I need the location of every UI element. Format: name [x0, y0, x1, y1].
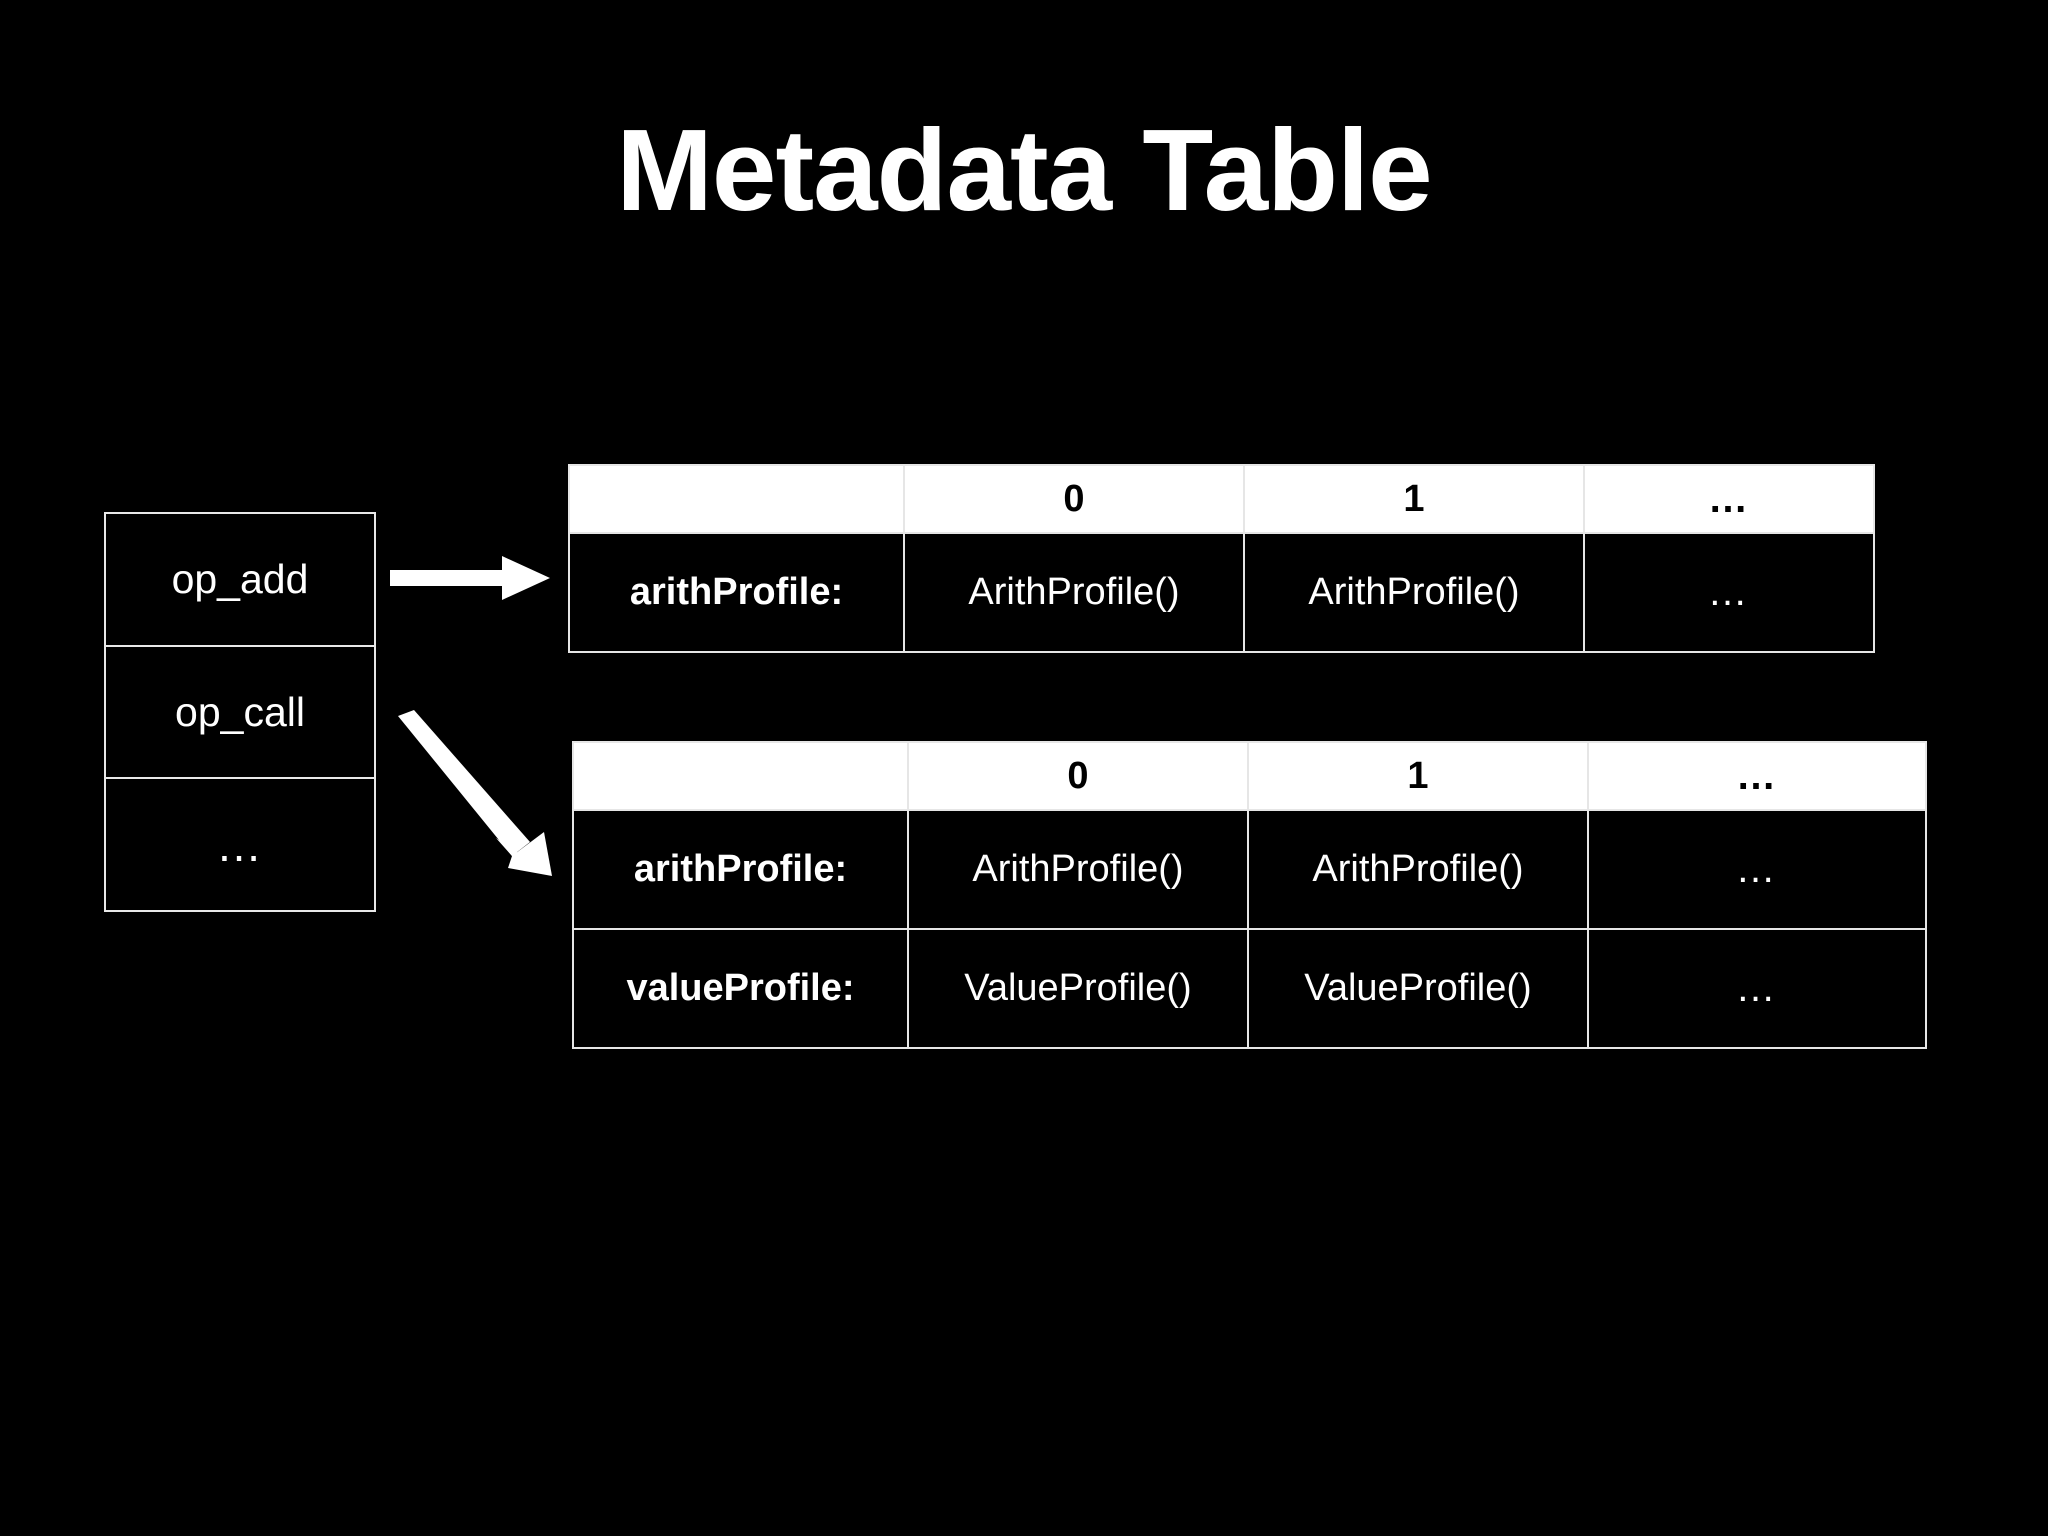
- opcode-label: …: [216, 818, 264, 871]
- cell-arith-profile-ellipsis: …: [1583, 532, 1875, 653]
- table-header: 0 1 …: [568, 464, 1875, 534]
- row-label-arith-profile: arithProfile:: [572, 809, 909, 930]
- row-label-arith-profile: arithProfile:: [568, 532, 905, 653]
- table-row: arithProfile: ArithProfile() ArithProfil…: [568, 532, 1875, 653]
- cell-value-profile-1: ValueProfile(): [1247, 928, 1589, 1049]
- column-header-1: 1: [1247, 741, 1589, 811]
- column-header-1: 1: [1243, 464, 1585, 534]
- opcode-list: op_add op_call …: [104, 512, 376, 912]
- cell-arith-profile-ellipsis: …: [1587, 809, 1927, 930]
- opcode-label: op_add: [171, 555, 309, 602]
- opcode-list-item-op-call: op_call: [106, 644, 374, 778]
- table-header-row: 0 1 …: [568, 464, 1875, 534]
- cell-value-profile-ellipsis: …: [1587, 928, 1927, 1049]
- metadata-table-arith-value: 0 1 … arithProfile: ArithProfile() Arith…: [572, 741, 1927, 1049]
- arrow-down-right-icon: [398, 710, 552, 876]
- column-header-blank: [572, 741, 909, 811]
- column-header-ellipsis: …: [1583, 464, 1875, 534]
- cell-arith-profile-1: ArithProfile(): [1243, 532, 1585, 653]
- table-row: arithProfile: ArithProfile() ArithProfil…: [572, 809, 1927, 930]
- metadata-table-arith: 0 1 … arithProfile: ArithProfile() Arith…: [568, 464, 1875, 653]
- table-header: 0 1 …: [572, 741, 1927, 811]
- page-title: Metadata Table: [616, 105, 1432, 235]
- table-body: arithProfile: ArithProfile() ArithProfil…: [568, 532, 1875, 653]
- opcode-label: op_call: [175, 688, 305, 735]
- cell-value-profile-0: ValueProfile(): [907, 928, 1249, 1049]
- opcode-list-item-ellipsis: …: [106, 777, 374, 911]
- arrow-right-icon: [390, 556, 550, 600]
- cell-arith-profile-0: ArithProfile(): [907, 809, 1249, 930]
- cell-arith-profile-0: ArithProfile(): [903, 532, 1245, 653]
- table-header-row: 0 1 …: [572, 741, 1927, 811]
- row-label-value-profile: valueProfile:: [572, 928, 909, 1049]
- column-header-blank: [568, 464, 905, 534]
- column-header-0: 0: [907, 741, 1249, 811]
- column-header-0: 0: [903, 464, 1245, 534]
- cell-arith-profile-1: ArithProfile(): [1247, 809, 1589, 930]
- table-row: valueProfile: ValueProfile() ValueProfil…: [572, 928, 1927, 1049]
- opcode-list-item-op-add: op_add: [106, 514, 374, 645]
- column-header-ellipsis: …: [1587, 741, 1927, 811]
- table-body: arithProfile: ArithProfile() ArithProfil…: [572, 809, 1927, 1049]
